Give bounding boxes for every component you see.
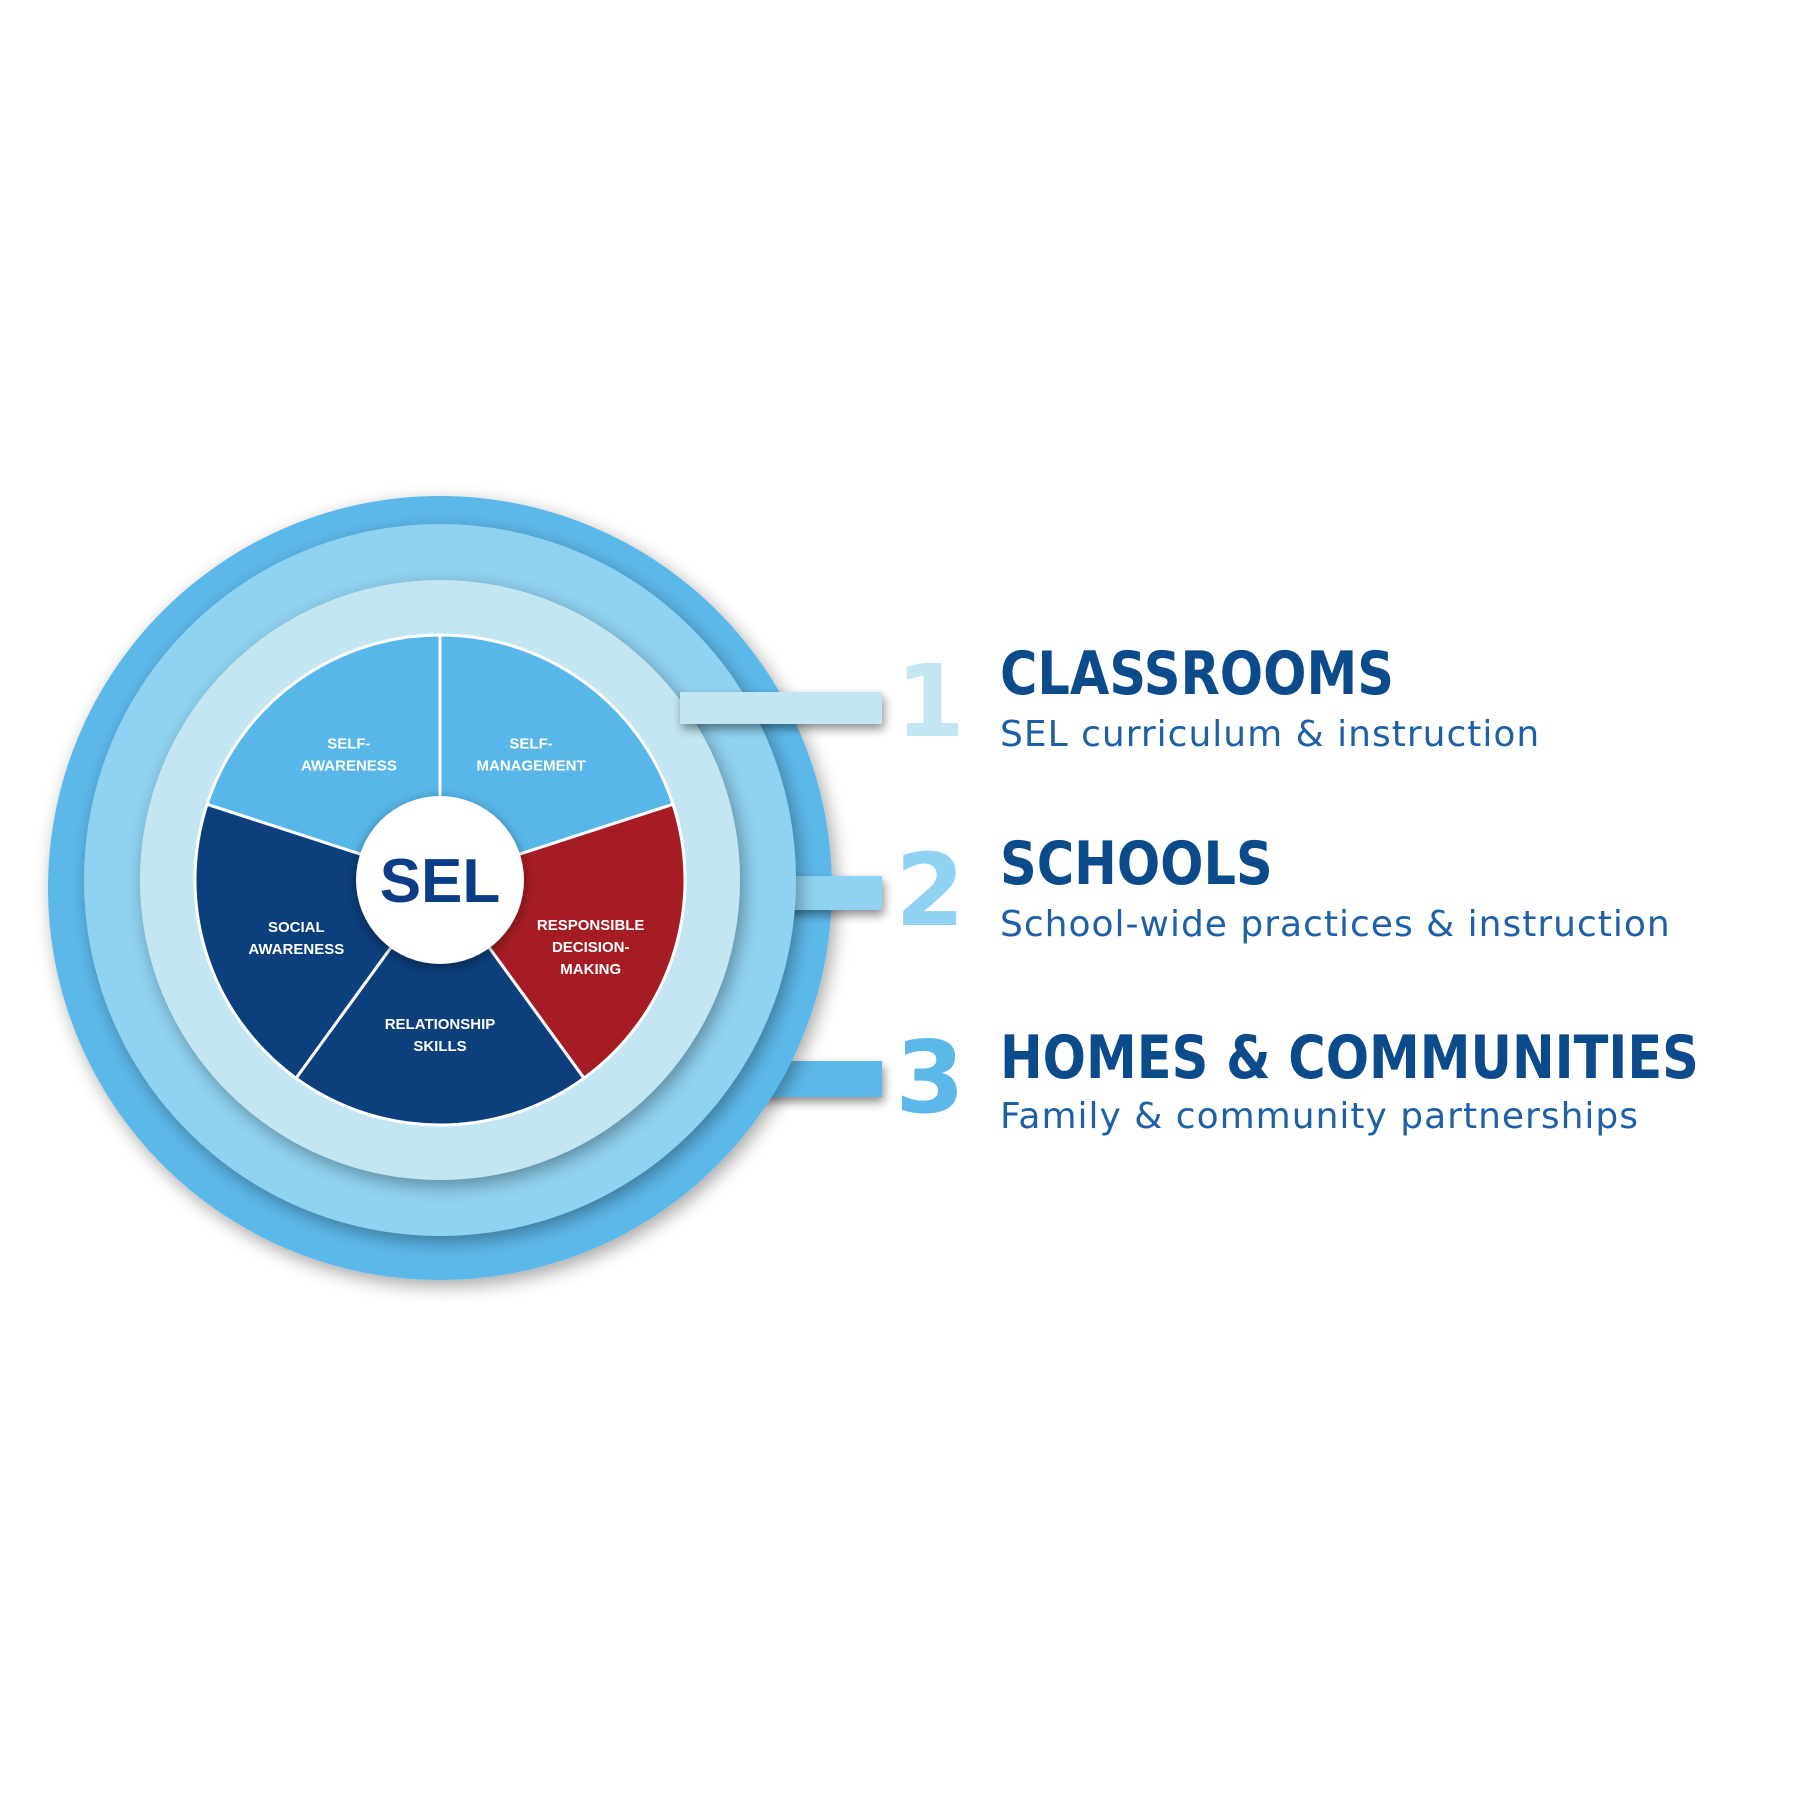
segment-label-relationship-skills: RELATIONSHIP SKILLS bbox=[385, 1016, 496, 1055]
level-2-subtitle: School-wide practices & instruction bbox=[1000, 904, 1671, 945]
segment-label-line: SOCIAL bbox=[268, 919, 325, 936]
segment-label-social-awareness: SOCIAL AWARENESS bbox=[248, 919, 344, 958]
segment-label-line: MANAGEMENT bbox=[477, 758, 586, 775]
level-1-text: CLASSROOMS SEL curriculum & instruction bbox=[1000, 639, 1540, 755]
segment-label-responsible-decision-making: RESPONSIBLE DECISION- MAKING bbox=[537, 917, 645, 978]
segment-label-line: SELF- bbox=[509, 736, 552, 753]
level-2-text: SCHOOLS School-wide practices & instruct… bbox=[1000, 829, 1671, 945]
segment-label-line: AWARENESS bbox=[248, 941, 344, 958]
segment-self-management bbox=[438, 633, 675, 883]
segment-label-line: AWARENESS bbox=[301, 758, 397, 775]
sel-center-label: SEL bbox=[380, 847, 501, 916]
segment-label-self-awareness: SELF- AWARENESS bbox=[301, 736, 397, 775]
segment-label-line: MAKING bbox=[560, 961, 621, 978]
level-1-subtitle: SEL curriculum & instruction bbox=[1000, 714, 1540, 755]
segment-label-line: RELATIONSHIP bbox=[385, 1016, 496, 1033]
level-1-title: CLASSROOMS bbox=[1000, 639, 1394, 709]
level-3-number: 3 bbox=[895, 1019, 965, 1136]
sel-competency-wheel: SELF- AWARENESS SELF- MANAGEMENT RESPONSIBLE… bbox=[193, 633, 687, 1127]
segment-self-awareness bbox=[205, 633, 442, 883]
level-3-text: HOMES & COMMUNITIES Family & community p… bbox=[1000, 1023, 1699, 1137]
level-2-number: 2 bbox=[895, 832, 965, 949]
segment-label-line: RESPONSIBLE bbox=[537, 917, 645, 934]
level-1-number: 1 bbox=[895, 643, 965, 760]
level-numbers: 1 2 3 bbox=[895, 643, 965, 1136]
sel-center-circle bbox=[356, 796, 524, 964]
sel-center: SEL bbox=[356, 796, 524, 964]
segment-label-line: DECISION- bbox=[552, 939, 630, 956]
level-3-title: HOMES & COMMUNITIES bbox=[1000, 1023, 1699, 1093]
segment-label-line: SKILLS bbox=[413, 1038, 466, 1055]
segment-relationship-skills bbox=[293, 877, 587, 1127]
level-1-connector bbox=[680, 692, 882, 724]
segment-label-self-management: SELF- MANAGEMENT bbox=[477, 736, 586, 775]
segment-label-line: SELF- bbox=[327, 736, 370, 753]
level-2-title: SCHOOLS bbox=[1000, 829, 1273, 899]
level-3-subtitle: Family & community partnerships bbox=[1000, 1096, 1639, 1137]
